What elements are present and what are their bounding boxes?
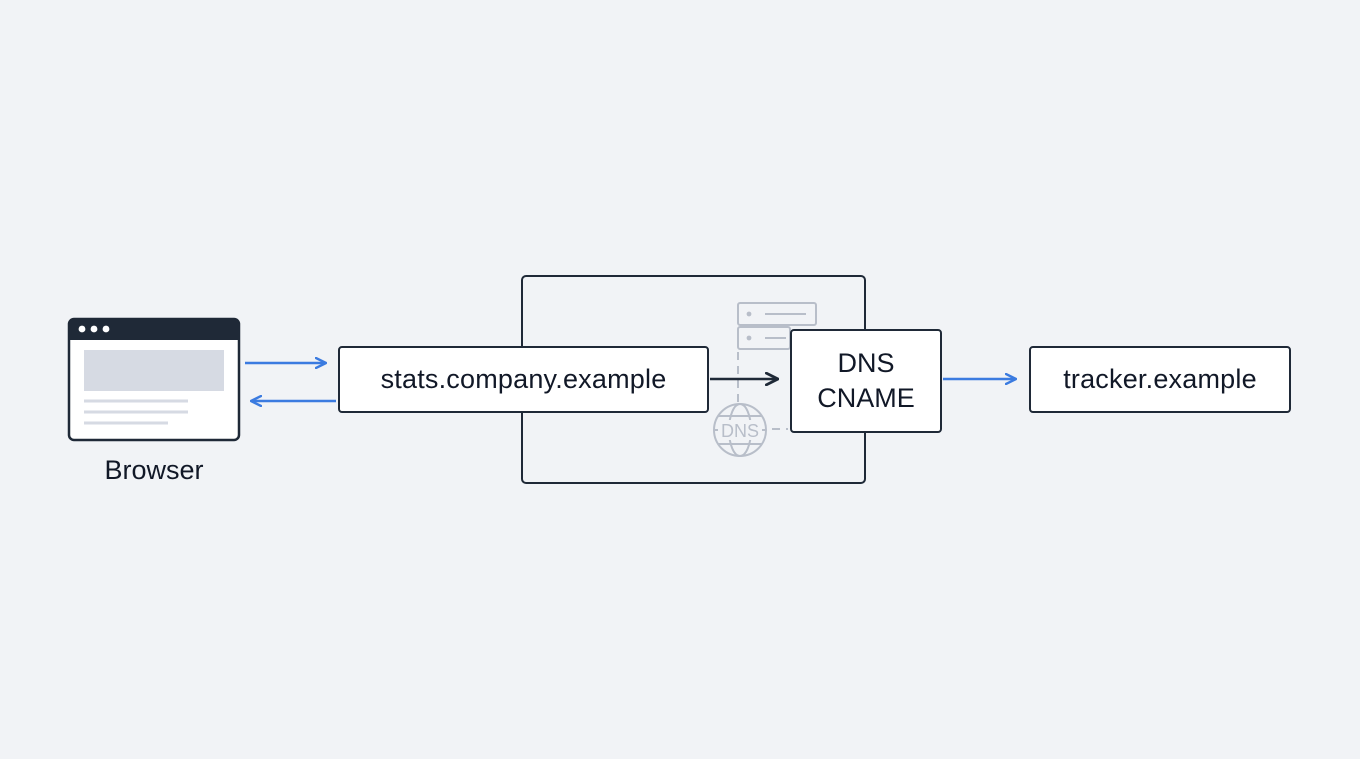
globe-dns-icon: DNS bbox=[713, 403, 767, 457]
browser-window-icon bbox=[67, 317, 241, 442]
dns-cname-box bbox=[790, 329, 942, 433]
first-party-box bbox=[338, 346, 709, 413]
first-party-domain-label: stats.company.example bbox=[380, 364, 667, 394]
window-dot-icon bbox=[78, 325, 86, 333]
dns-cname-label: DNS CNAME bbox=[791, 330, 941, 432]
browser-caption: Browser bbox=[104, 454, 204, 485]
tracker-domain-label: tracker.example bbox=[1063, 364, 1257, 394]
globe-dns-text: DNS bbox=[721, 421, 759, 441]
window-dot-icon bbox=[102, 325, 110, 333]
dns-label-line2: CNAME bbox=[817, 383, 915, 413]
window-dot-icon bbox=[90, 325, 98, 333]
server-icon bbox=[737, 302, 817, 430]
dns-label-line1: DNS bbox=[837, 348, 895, 378]
tracker-box bbox=[1029, 346, 1291, 413]
